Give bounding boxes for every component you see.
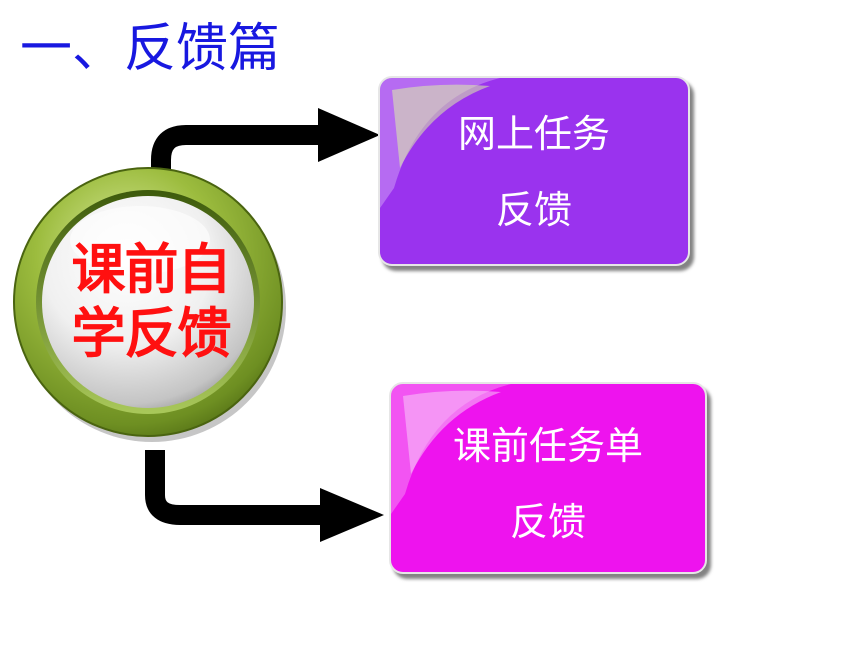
preclass-worksheet-feedback-box: 课前任务单 反馈 [389, 382, 707, 574]
upper-connector-arrow [151, 125, 318, 205]
box-label-line1: 课前任务单 [452, 424, 643, 468]
center-ball-highlight [70, 206, 210, 274]
lower-arrowhead [320, 488, 384, 542]
center-label-line2: 学反馈 [71, 302, 232, 365]
slide-title: 一、反馈篇 [20, 19, 281, 79]
box-label-line1: 网上任务 [457, 112, 610, 156]
box-gloss [391, 384, 511, 514]
box-gloss [380, 78, 500, 208]
box-label-line2: 反馈 [495, 188, 572, 232]
center-label: 课前自 学反馈 [40, 238, 262, 366]
center-label-line1: 课前自 [71, 238, 232, 301]
upper-arrowhead [318, 108, 380, 162]
box-label-line2: 反馈 [509, 500, 586, 544]
box-label: 课前任务单 反馈 [391, 408, 705, 560]
online-task-feedback-box: 网上任务 反馈 [378, 76, 690, 266]
box-label: 网上任务 反馈 [380, 96, 688, 248]
lower-connector-arrow [145, 450, 320, 525]
